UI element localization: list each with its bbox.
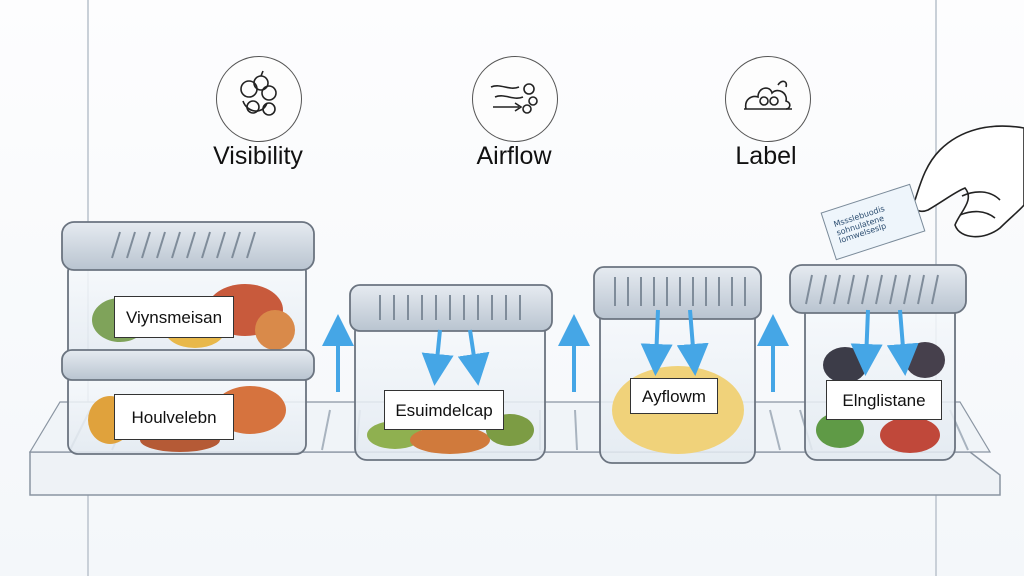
hand-illustration xyxy=(913,125,1024,238)
container-label: Elnglistane xyxy=(826,380,942,420)
container-middle-left xyxy=(349,284,553,461)
container-label: Esuimdelcap xyxy=(384,390,504,430)
visibility-heading: Visibility xyxy=(213,142,303,170)
vegetables-icon xyxy=(216,56,302,142)
container-label: Ayflowm xyxy=(630,378,718,414)
container-stack-top xyxy=(61,221,315,363)
airflow-arrows xyxy=(322,309,919,392)
container-right xyxy=(789,264,967,461)
food-label-icon xyxy=(725,56,811,142)
label-heading: Label xyxy=(735,142,797,170)
container-label: Viynsmeisan xyxy=(114,296,234,338)
airflow-heading: Airflow xyxy=(476,142,552,170)
container-middle-right xyxy=(593,266,762,464)
container-label: Houlvelebn xyxy=(114,394,234,440)
airflow-icon xyxy=(472,56,558,142)
